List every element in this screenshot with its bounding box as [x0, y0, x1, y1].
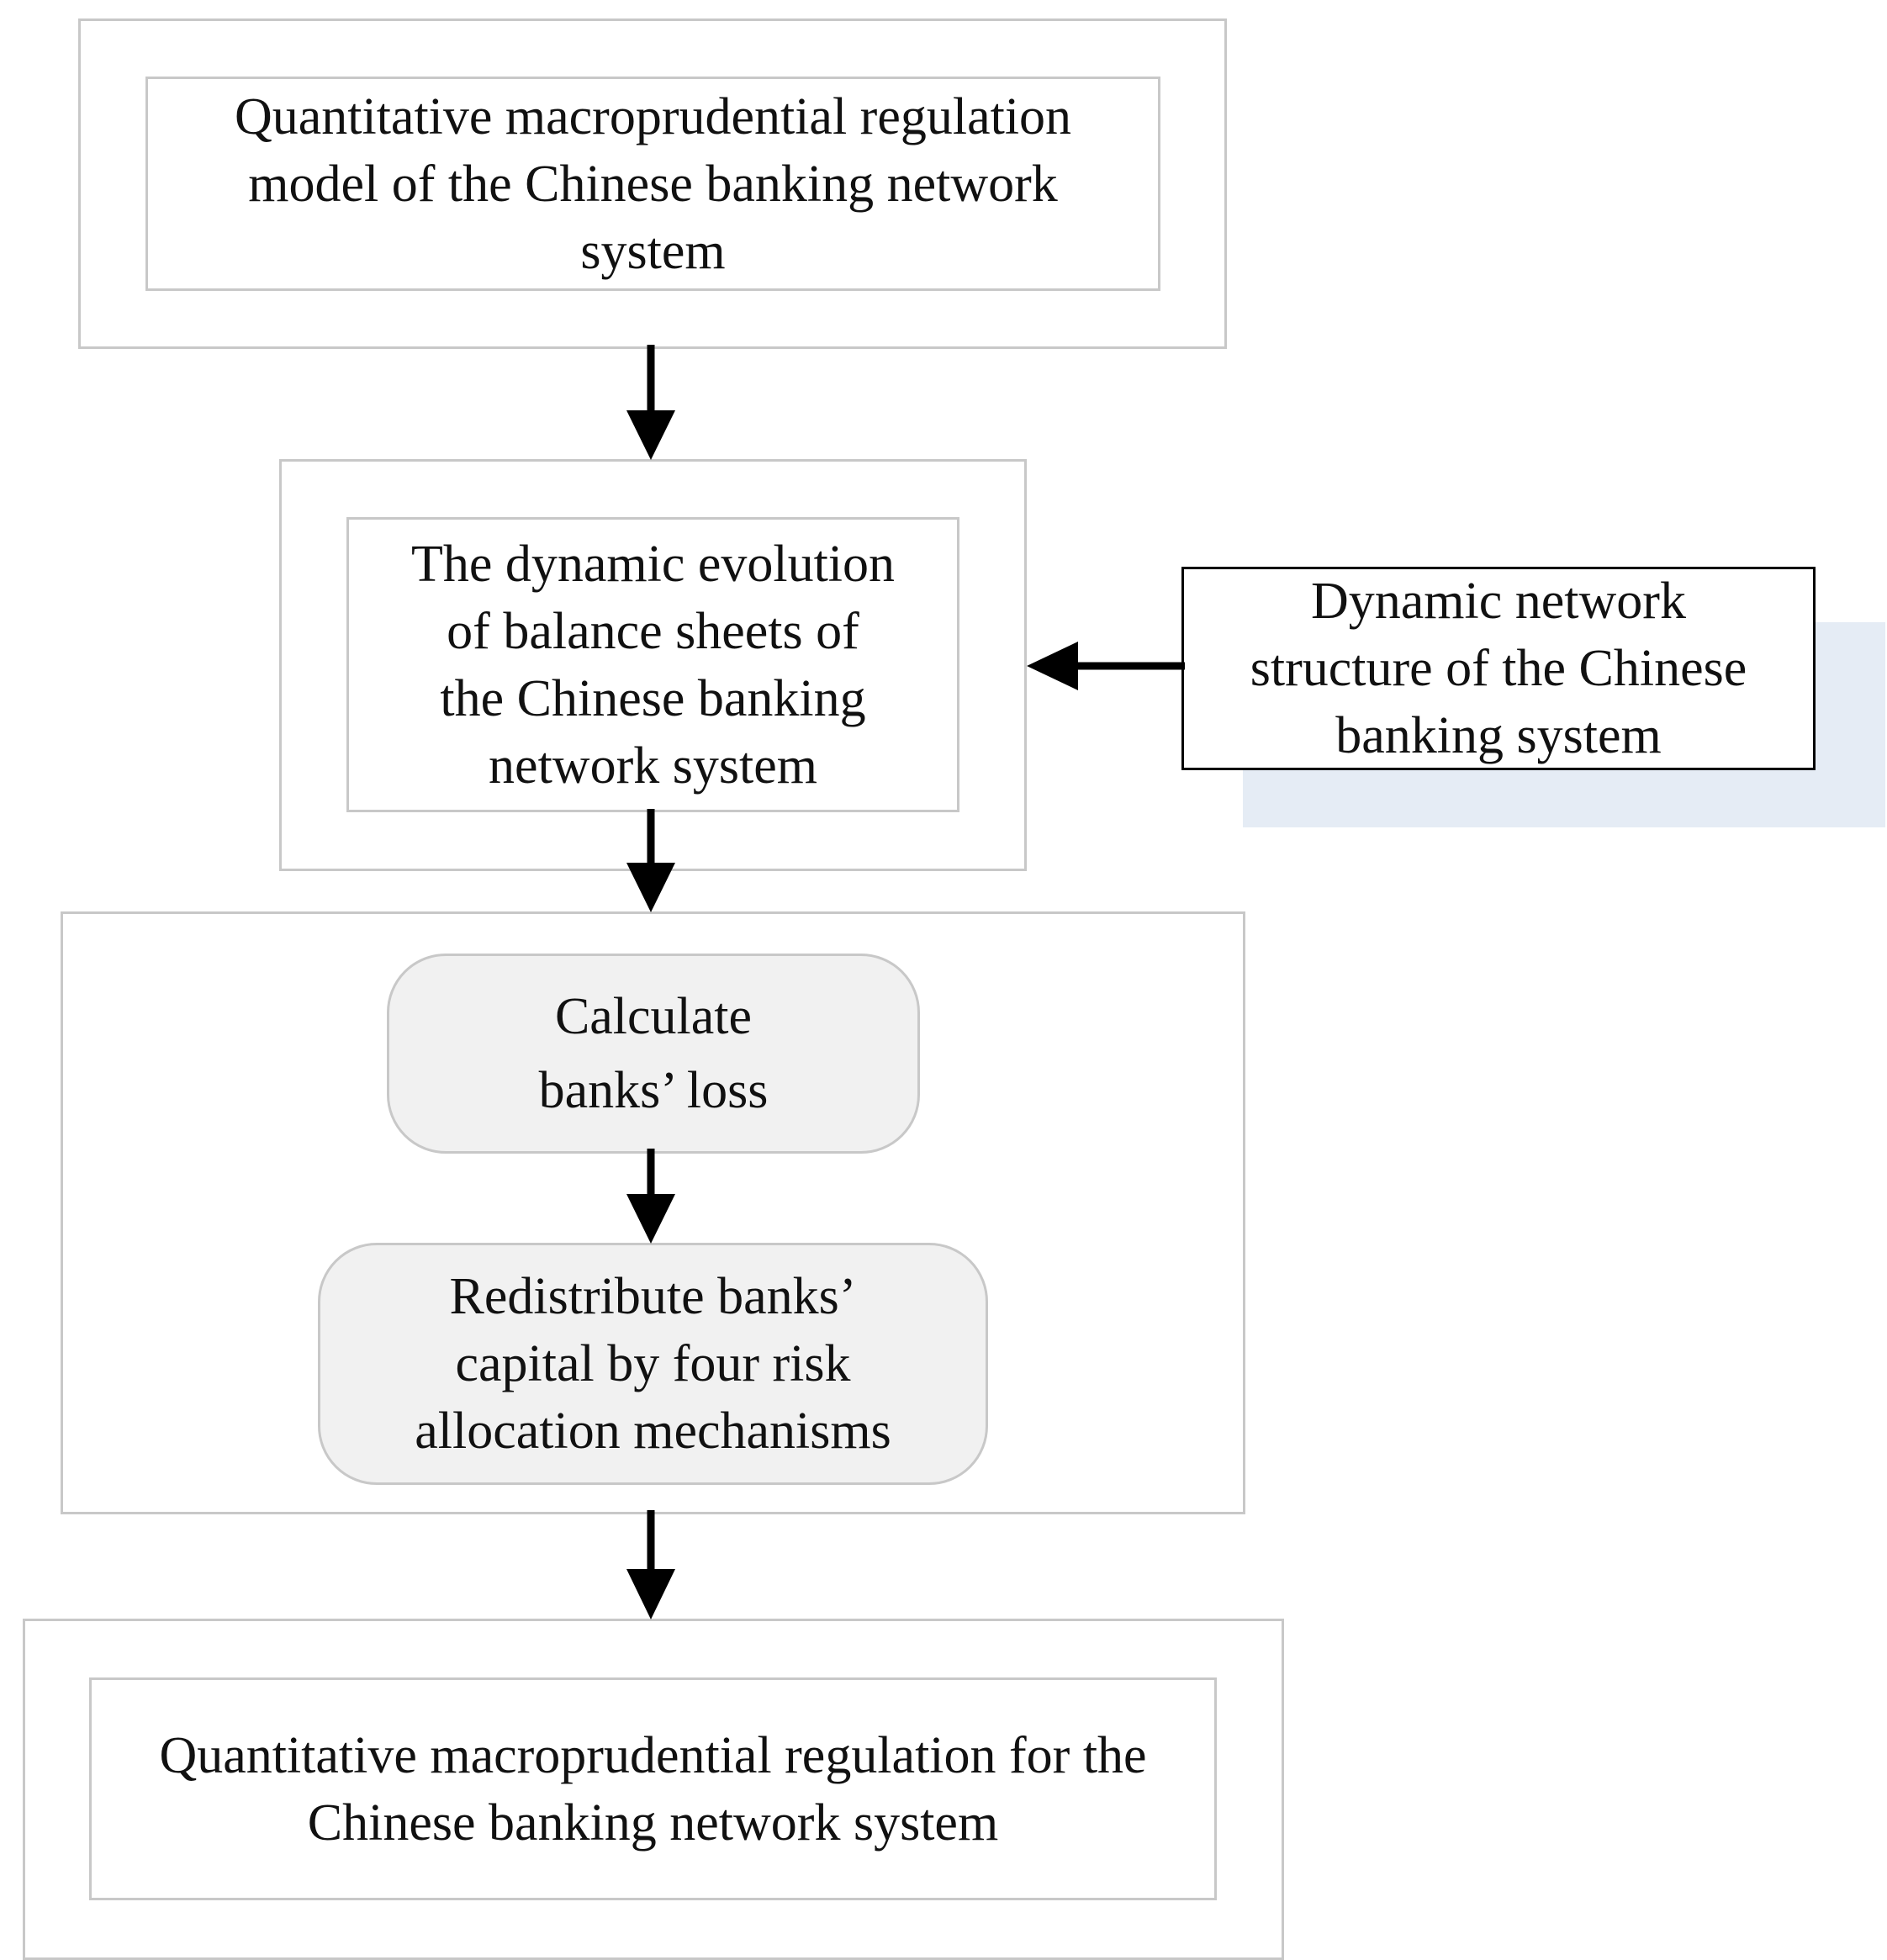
network-structure-box-label: Dynamic network structure of the Chinese…: [1250, 573, 1747, 764]
arrow-network-to-evolution: [1027, 642, 1185, 690]
model-box: Quantitative macroprudential regulation …: [145, 77, 1160, 291]
regulation-box-label: Quantitative macroprudential regulation …: [159, 1726, 1147, 1852]
redistribute-capital-box: Redistribute banks’ capital by four risk…: [318, 1243, 988, 1485]
calculate-loss-box-label: Calculate banks’ loss: [538, 988, 769, 1119]
arrow-process-to-regulation: [626, 1510, 675, 1619]
arrow-model-to-evolution: [626, 345, 675, 460]
model-box-label: Quantitative macroprudential regulation …: [234, 87, 1072, 280]
evolution-box-label: The dynamic evolution of balance sheets …: [410, 535, 896, 795]
evolution-box: The dynamic evolution of balance sheets …: [346, 517, 959, 812]
calculate-loss-box: Calculate banks’ loss: [387, 954, 920, 1154]
network-structure-box: Dynamic network structure of the Chinese…: [1181, 567, 1816, 770]
regulation-box: Quantitative macroprudential regulation …: [89, 1677, 1217, 1900]
redistribute-capital-box-label: Redistribute banks’ capital by four risk…: [415, 1268, 891, 1460]
